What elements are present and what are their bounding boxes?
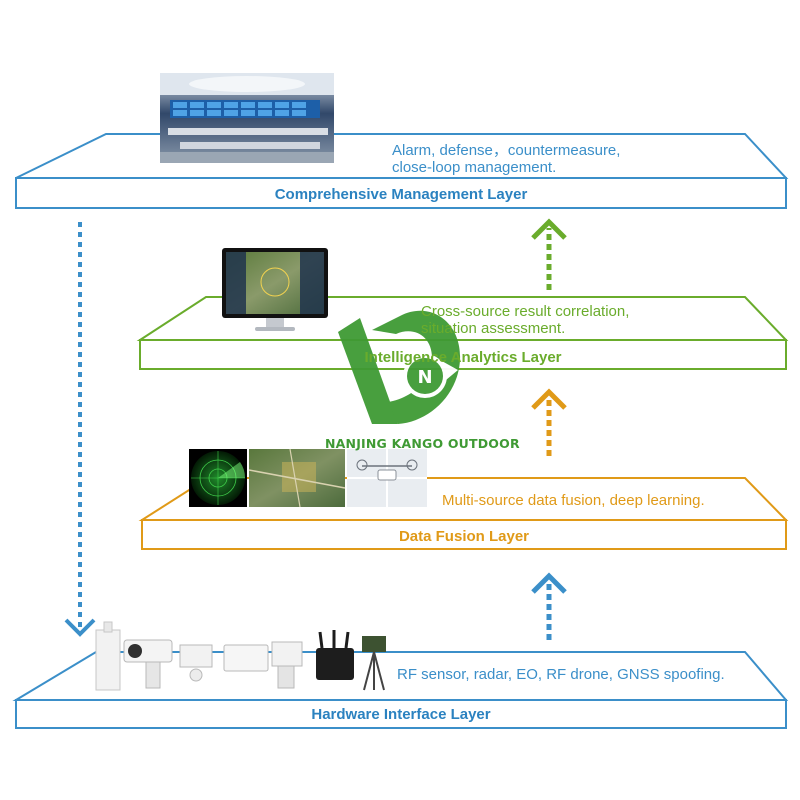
up-arrow-green: [531, 218, 567, 290]
hardware-devices: [95, 621, 386, 691]
svg-text:N: N: [417, 367, 432, 388]
layer-2-title: Intelligence Analytics Layer: [364, 349, 562, 366]
layer-1-description-line2: close-loop management.: [392, 159, 557, 176]
up-arrow-orange: [531, 388, 567, 456]
layer-2-description-line2: situation assessment.: [421, 320, 566, 337]
monitor-map-display: [222, 248, 328, 331]
layer-1-description-line1: Alarm, defense，countermeasure,: [392, 142, 621, 159]
kango-logo-watermark: N: [338, 310, 461, 424]
watermark-text: NANJING KANGO OUTDOOR: [325, 436, 520, 451]
layer-1-title: Comprehensive Management Layer: [274, 186, 528, 203]
down-arrow: [64, 222, 96, 637]
control-room-photo: [160, 73, 334, 163]
layer-4-title: Hardware Interface Layer: [311, 706, 491, 723]
layer-3-description: Multi-source data fusion, deep learning.: [442, 492, 705, 509]
up-arrow-blue: [531, 572, 567, 640]
layer-1-description: Alarm, defense，countermeasure, close-loo…: [392, 142, 620, 176]
layer-4-description: RF sensor, radar, EO, RF drone, GNSS spo…: [397, 666, 725, 683]
layer-3-platform: [138, 477, 789, 550]
satellite-map-image: [248, 448, 346, 508]
layer-3-title: Data Fusion Layer: [398, 528, 530, 545]
layer-2-description-line1: Cross-source result correlation,: [421, 303, 630, 320]
drone-thermal-image: [347, 449, 427, 507]
layer-2-description: Cross-source result correlation, situati…: [421, 303, 629, 337]
radar-scope-image: [189, 449, 247, 507]
